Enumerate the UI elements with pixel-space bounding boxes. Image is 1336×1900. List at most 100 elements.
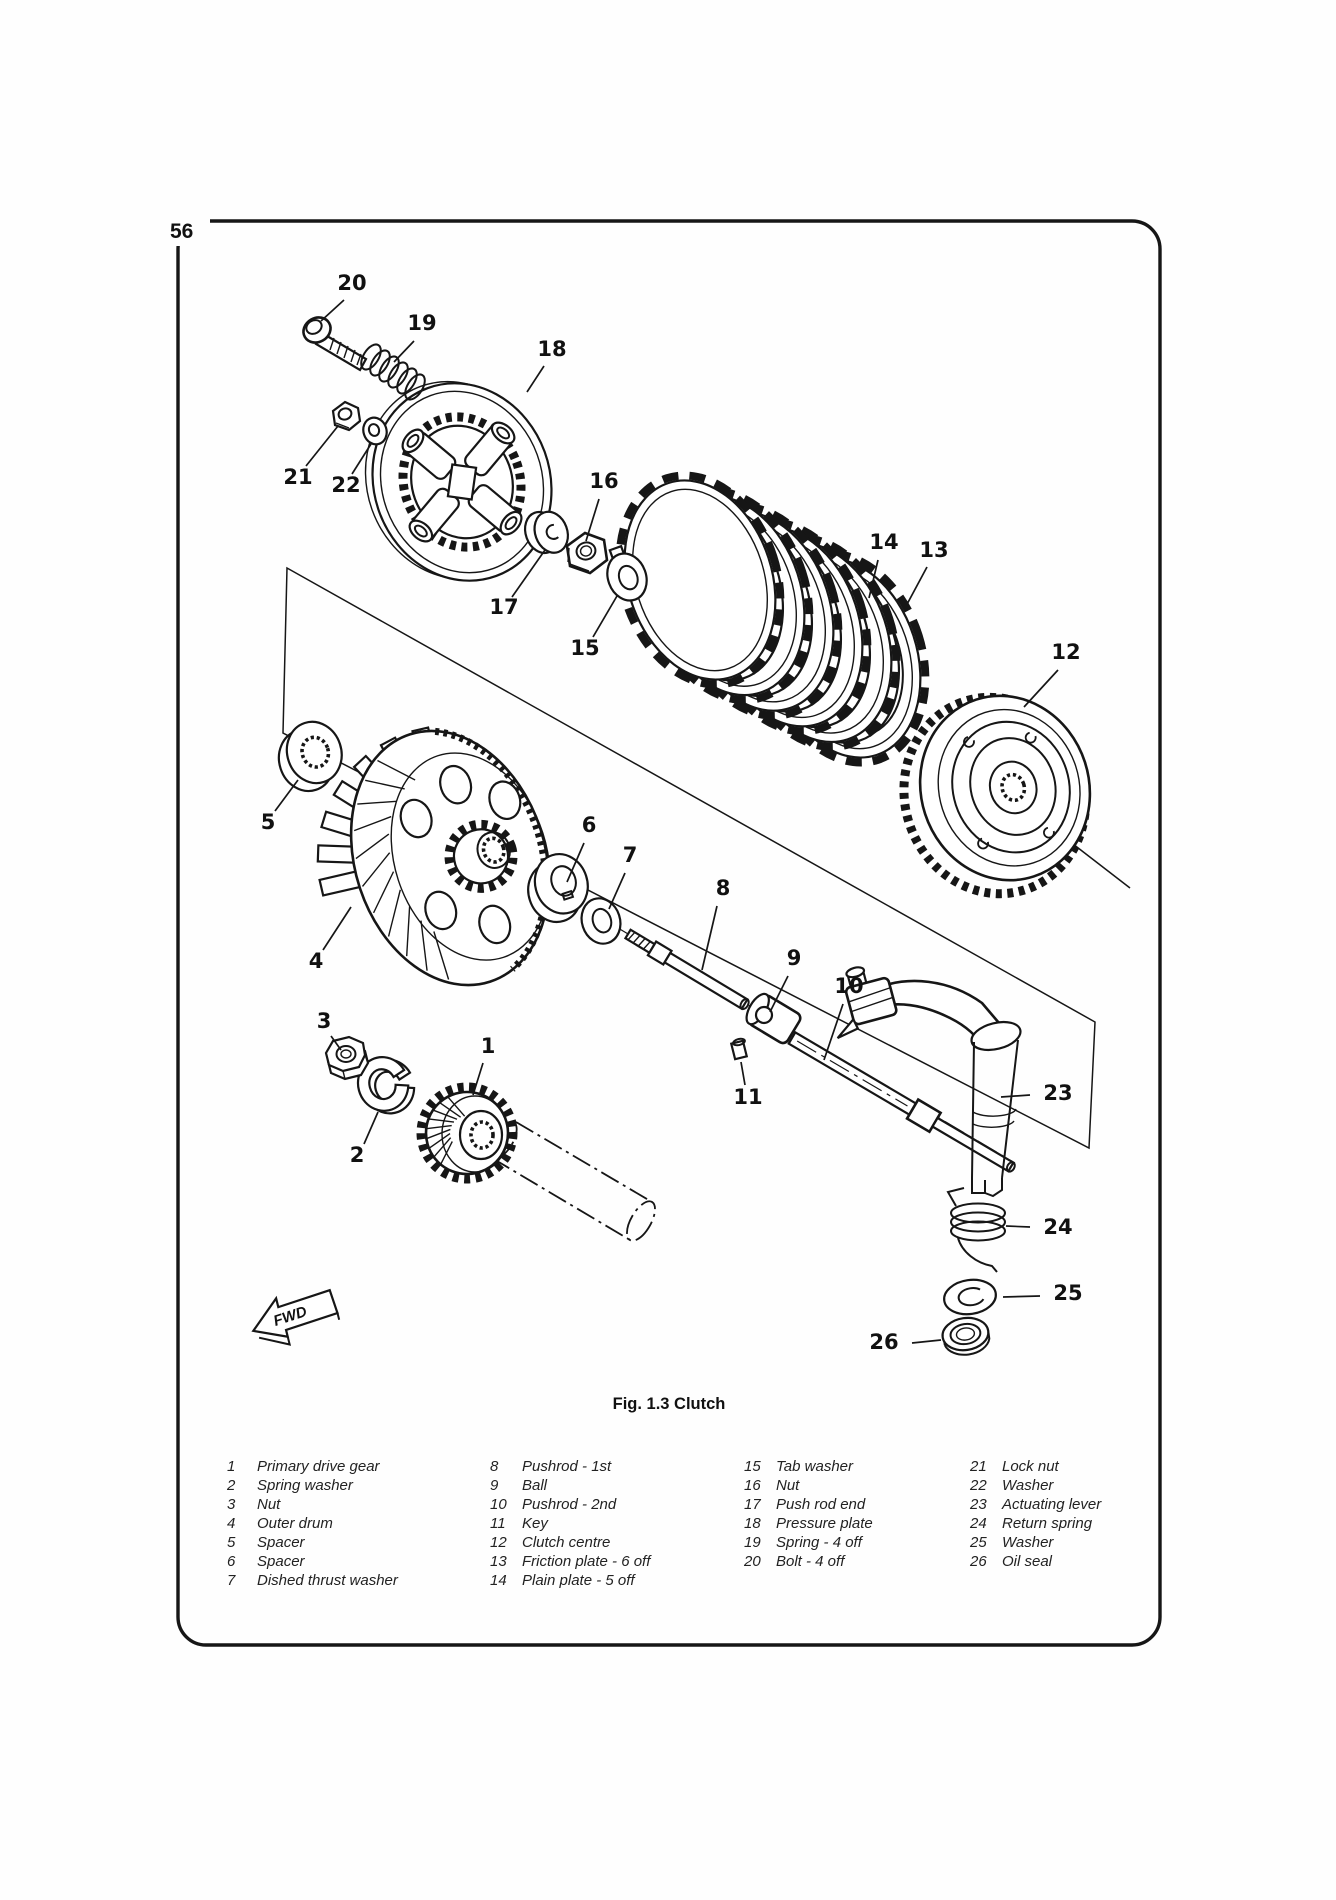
part-number-13: 13 xyxy=(490,1553,507,1570)
washer-25 xyxy=(943,1278,997,1316)
leader-line-22 xyxy=(351,443,372,475)
part-number-17: 17 xyxy=(744,1496,761,1513)
page-border xyxy=(176,219,1162,1647)
push-rod-end xyxy=(523,510,569,555)
lock-nut xyxy=(331,400,362,432)
part-label-12: Clutch centre xyxy=(522,1534,610,1551)
part-number-1: 1 xyxy=(227,1458,235,1475)
leader-line-2 xyxy=(363,1111,379,1145)
oil-seal xyxy=(941,1316,991,1356)
ball-and-bushing xyxy=(745,992,802,1045)
part-label-20: Bolt - 4 off xyxy=(776,1553,846,1570)
part-number-6: 6 xyxy=(227,1553,236,1570)
part-label-22: Washer xyxy=(1002,1477,1054,1494)
leader-line-25 xyxy=(1002,1295,1041,1298)
leader-line-12 xyxy=(1023,669,1059,708)
part-label-24: Return spring xyxy=(1002,1515,1093,1532)
part-label-4: Outer drum xyxy=(257,1515,333,1532)
part-label-1: Primary drive gear xyxy=(257,1458,381,1475)
leader-line-17 xyxy=(511,549,546,598)
part-label-7: Dished thrust washer xyxy=(257,1572,399,1589)
callout-9: 9 xyxy=(787,946,802,970)
leader-line-14 xyxy=(868,559,879,599)
part-label-9: Ball xyxy=(522,1477,548,1494)
leader-line-11 xyxy=(740,1061,746,1086)
spacer-6 xyxy=(527,853,589,924)
reference-plane xyxy=(282,566,1096,1150)
callout-8: 8 xyxy=(716,876,731,900)
part-number-15: 15 xyxy=(744,1458,761,1475)
part-label-2: Spring washer xyxy=(257,1477,354,1494)
page-number-backing xyxy=(156,202,210,246)
spring-washer xyxy=(356,1056,416,1115)
part-label-13: Friction plate - 6 off xyxy=(522,1553,652,1570)
part-label-5: Spacer xyxy=(257,1534,306,1551)
washer-22 xyxy=(362,416,388,446)
part-label-19: Spring - 4 off xyxy=(776,1534,864,1551)
callout-18: 18 xyxy=(537,337,566,361)
leader-line-3 xyxy=(330,1035,342,1051)
part-label-10: Pushrod - 2nd xyxy=(522,1496,617,1513)
callout-5: 5 xyxy=(261,810,276,834)
callout-15: 15 xyxy=(570,636,599,660)
clutch-centre xyxy=(899,692,1092,899)
callout-10: 10 xyxy=(834,974,863,998)
part-number-26: 26 xyxy=(969,1553,987,1570)
leader-line-5 xyxy=(274,779,299,812)
callout-16: 16 xyxy=(589,469,618,493)
leader-line-13 xyxy=(904,566,928,609)
return-spring xyxy=(946,1187,1006,1273)
leader-line-10 xyxy=(823,1003,844,1061)
callout-2: 2 xyxy=(350,1143,365,1167)
friction-and-plain-plate-stack xyxy=(615,471,930,767)
leader-line-16 xyxy=(585,498,600,542)
callout-1: 1 xyxy=(481,1034,496,1058)
leader-line-19 xyxy=(393,340,415,363)
leader-line-18 xyxy=(526,365,545,393)
ball xyxy=(754,1005,774,1025)
callout-13: 13 xyxy=(919,538,948,562)
bolt xyxy=(302,316,368,372)
part-label-8: Pushrod - 1st xyxy=(522,1458,612,1475)
primary-drive-gear xyxy=(416,1082,518,1184)
part-label-14: Plain plate - 5 off xyxy=(522,1572,636,1589)
callout-26: 26 xyxy=(869,1330,898,1354)
callout-19: 19 xyxy=(407,311,436,335)
callout-17: 17 xyxy=(489,595,518,619)
part-number-12: 12 xyxy=(490,1534,507,1551)
part-label-18: Pressure plate xyxy=(776,1515,873,1532)
clutch-spring xyxy=(360,343,426,401)
page-number: 56 xyxy=(170,220,193,243)
callout-3: 3 xyxy=(317,1009,332,1033)
part-label-3: Nut xyxy=(257,1496,281,1513)
part-label-26: Oil seal xyxy=(1002,1553,1053,1570)
part-label-17: Push rod end xyxy=(776,1496,866,1513)
callout-14: 14 xyxy=(869,530,898,554)
callout-21: 21 xyxy=(283,465,312,489)
part-label-25: Washer xyxy=(1002,1534,1054,1551)
part-number-8: 8 xyxy=(490,1458,499,1475)
part-label-15: Tab washer xyxy=(776,1458,854,1475)
part-number-21: 21 xyxy=(969,1458,987,1475)
callout-20: 20 xyxy=(337,271,366,295)
part-number-5: 5 xyxy=(227,1534,236,1551)
fwd-arrow: FWD xyxy=(251,1288,341,1346)
key xyxy=(729,1037,749,1061)
leader-line-6 xyxy=(566,842,585,883)
leader-line-26 xyxy=(911,1339,942,1344)
callout-6: 6 xyxy=(582,813,597,837)
part-number-10: 10 xyxy=(490,1496,507,1513)
pushrod-2nd xyxy=(787,1030,1016,1173)
part-number-2: 2 xyxy=(226,1477,236,1494)
part-label-16: Nut xyxy=(776,1477,800,1494)
part-number-19: 19 xyxy=(744,1534,761,1551)
leader-line-15 xyxy=(592,595,618,638)
leader-line-1 xyxy=(472,1062,484,1096)
callout-22: 22 xyxy=(331,473,360,497)
callout-7: 7 xyxy=(623,843,638,867)
part-number-7: 7 xyxy=(227,1572,236,1589)
